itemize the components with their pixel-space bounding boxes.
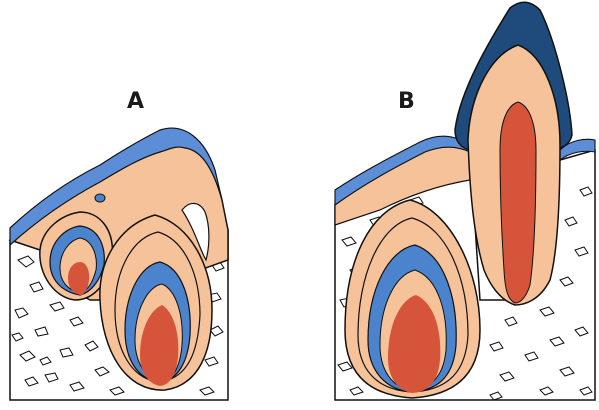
panel-a-gum-bud (95, 194, 105, 202)
panel-b: B (335, 2, 595, 400)
panel-a-label: A (127, 89, 144, 114)
panel-b-tooth-pulp (500, 102, 536, 303)
panel-a: A (10, 89, 228, 400)
panel-b-label: B (398, 89, 415, 114)
